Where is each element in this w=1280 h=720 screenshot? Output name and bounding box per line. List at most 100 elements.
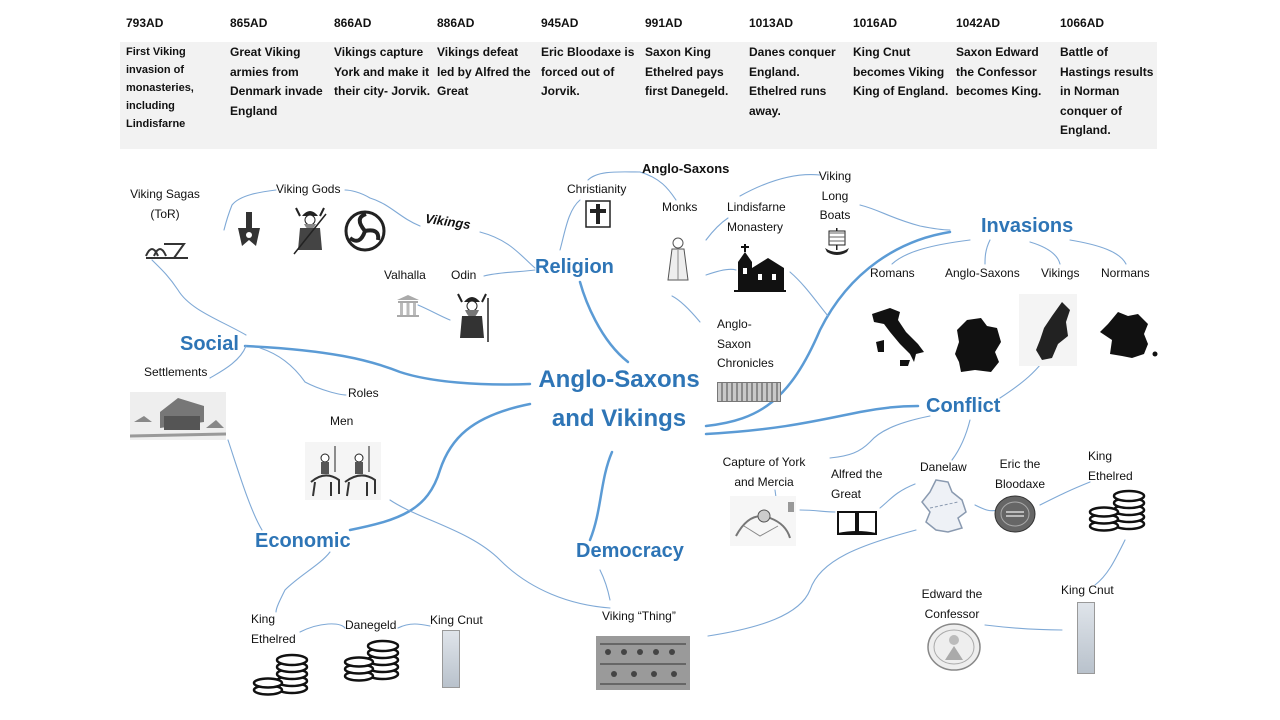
danelaw-label: Danelaw	[920, 460, 967, 474]
eric-label: Eric the Bloodaxe	[994, 457, 1046, 491]
connector-conflict-danelaw	[951, 419, 971, 461]
connector-danelaw-thing	[707, 529, 917, 637]
king-cnut-image	[1077, 602, 1095, 674]
chronicles-label: Anglo-Saxon Chronicles	[717, 317, 774, 370]
connector-viking-sagas	[151, 259, 247, 336]
connector-invasions-vikings	[1029, 241, 1061, 265]
timeline-event: Saxon King Ethelred pays first Danegeld.	[645, 45, 729, 98]
normans-label: Normans	[1101, 266, 1150, 280]
connector-york-alfred	[799, 509, 836, 513]
connector-edward-cnut	[984, 624, 1063, 631]
timeline-year: 865AD	[230, 16, 268, 30]
connector-lindisfarne	[705, 217, 729, 241]
connector-religion-vikings	[479, 231, 536, 269]
church-icon	[734, 244, 786, 292]
connector-religion-christianity	[559, 199, 581, 251]
warriors-image	[305, 442, 381, 500]
connector-gods-sagas	[223, 189, 277, 231]
timeline-year: 1066AD	[1060, 16, 1105, 30]
connector-democracy	[588, 450, 614, 542]
connector-men-thing	[389, 499, 611, 609]
timeline-event: Saxon Edward the Confessor becomes King.	[956, 45, 1042, 98]
king-cnut-image	[442, 630, 460, 688]
coin-stack-icon	[252, 653, 309, 696]
odin-icon	[457, 293, 489, 342]
connector-danegeld-cnut	[397, 623, 431, 629]
christianity-label: Christianity	[567, 182, 627, 196]
viking-warrior-icon	[293, 207, 327, 255]
germany-map-icon	[955, 318, 1001, 372]
coin-stack-icon	[1088, 489, 1146, 532]
alfred-label: Alfred the Great	[831, 467, 883, 501]
york-mercia-label: Capture of York and Mercia	[722, 455, 806, 489]
connector-invasions	[704, 230, 952, 428]
rune-carving-icon	[145, 243, 188, 259]
lindisfarne-label: Lindisfarne Monastery	[727, 200, 786, 234]
danelaw-map-icon	[921, 479, 967, 533]
york-battle-image	[730, 496, 796, 546]
chronicle-manuscript-image	[717, 382, 781, 402]
book-icon	[837, 511, 877, 535]
settlements-label: Settlements	[144, 365, 208, 379]
anglo-saxons-religion-label: Anglo-Saxons	[642, 161, 730, 176]
timeline-year: 866AD	[334, 16, 372, 30]
connector-ethelred-danegeld	[299, 623, 346, 633]
timeline-year: 1042AD	[956, 16, 1001, 30]
connector-ethelred-cnut	[1094, 539, 1126, 586]
france-map-icon	[1100, 312, 1158, 358]
danegeld-label: Danegeld	[345, 618, 397, 632]
timeline-event: Battle of Hastings results in Norman con…	[1060, 45, 1154, 137]
connector-settlements-economic	[227, 439, 263, 531]
connector-valhalla-odin	[417, 304, 451, 321]
timeline-event: Vikings capture York and make it their c…	[334, 45, 431, 98]
branch-conflict: Conflict	[926, 395, 1001, 417]
connector-boats-invasions	[859, 204, 951, 231]
connector-christianity-anglosaxons	[587, 171, 641, 181]
connector-economic	[348, 402, 532, 532]
central-topic-line2: and Vikings	[551, 405, 687, 432]
thor-hammer-icon	[238, 212, 260, 246]
king-cnut-economic-label: King Cnut	[430, 613, 483, 627]
king-ethelred-conflict-label: King Ethelred	[1088, 449, 1133, 483]
viking-gods-label: Viking Gods	[276, 182, 341, 196]
timeline-year: 793AD	[126, 16, 164, 30]
connector-longboats	[739, 174, 821, 197]
branch-religion: Religion	[535, 256, 614, 278]
timeline-event: Danes conquer England. Ethelred runs awa…	[749, 45, 836, 118]
timeline-event: First Viking invasion of monasteries, in…	[126, 46, 194, 130]
vikings-invasion-label: Vikings	[1041, 266, 1080, 280]
connector-alfred-danelaw	[879, 483, 916, 509]
eric-coin-icon	[994, 495, 1036, 533]
roles-label: Roles	[348, 386, 379, 400]
timeline-event: Eric Bloodaxe is forced out of Jorvik.	[541, 45, 635, 98]
timeline: 793AD First Viking invasion of monasteri…	[0, 0, 1280, 150]
connector-church-invasions	[789, 271, 829, 317]
timeline-year: 886AD	[437, 16, 475, 30]
timeline-event: Great Viking armies from Denmark invade …	[230, 45, 323, 118]
timeline-event: Vikings defeat led by Alfred the Great	[437, 45, 531, 98]
odin-label: Odin	[451, 268, 477, 282]
branch-economic: Economic	[255, 530, 351, 552]
connector-church	[705, 268, 737, 276]
long-boats-label: Viking Long Boats	[818, 169, 852, 222]
romans-label: Romans	[870, 266, 915, 280]
timeline-year: 945AD	[541, 16, 579, 30]
central-topic-line1: Anglo-Saxons	[538, 366, 700, 393]
monks-label: Monks	[662, 200, 698, 214]
men-label: Men	[330, 414, 354, 428]
coin-stack-icon	[343, 639, 400, 682]
timeline-band	[120, 42, 1157, 149]
italy-map-icon	[872, 308, 924, 366]
connector-roles	[259, 347, 347, 396]
connector-religion-odin	[483, 269, 536, 277]
edward-label: Edward the Confessor	[921, 587, 983, 621]
king-ethelred-economic-label: King Ethelred	[251, 612, 296, 646]
connector-invasions-normans	[1069, 239, 1127, 265]
viking-thing-image	[596, 636, 690, 690]
connector-conflict	[704, 404, 920, 436]
branch-democracy: Democracy	[576, 540, 684, 562]
connector-conflict-york	[829, 415, 931, 459]
timeline-event: King Cnut becomes Viking King of England…	[853, 45, 949, 98]
connector-eric-ethelred	[1039, 481, 1091, 506]
